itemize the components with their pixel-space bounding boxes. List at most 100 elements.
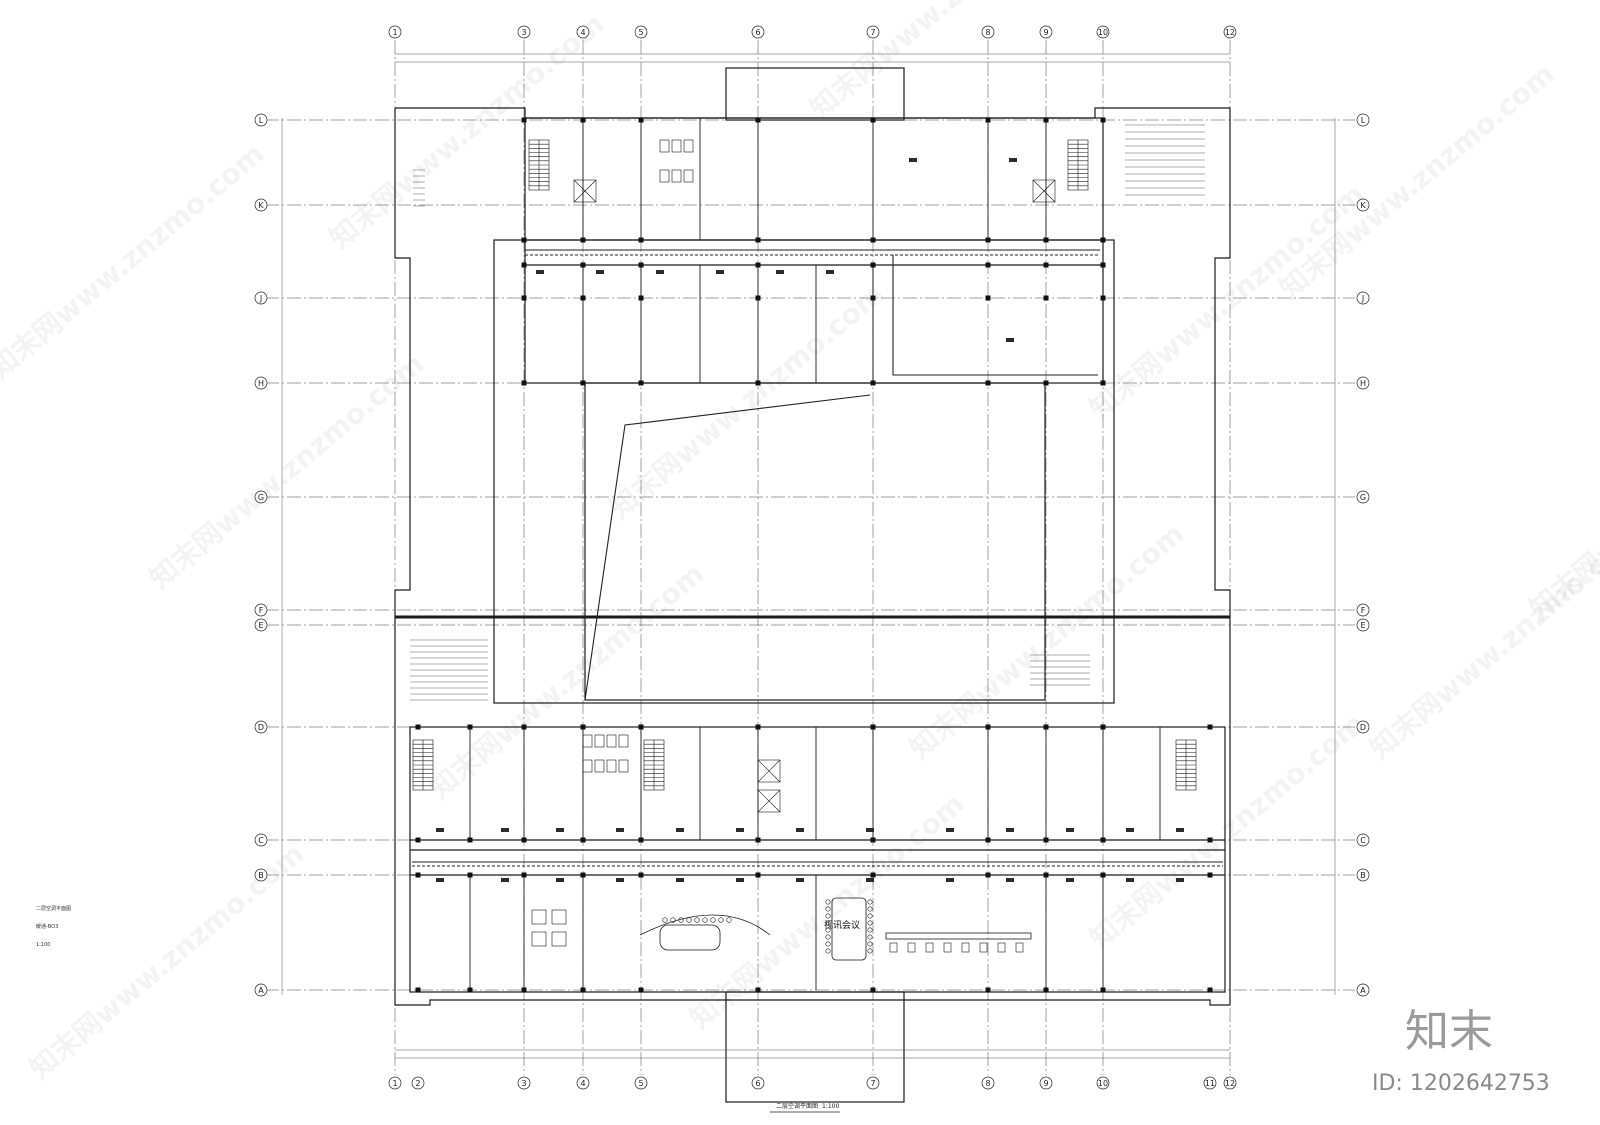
column-39 <box>1100 380 1106 386</box>
axis-bubble-bottom-10: 10 <box>1096 1076 1110 1090</box>
axis-bubble-top-1-text: 1 <box>392 28 397 37</box>
fcu-3 <box>716 270 724 274</box>
outer-wall <box>394 107 1231 1006</box>
axis-bubble-left-E-text: E <box>258 621 263 630</box>
left-notes: 二层空调平面图 暖通-BO3 1:100 <box>36 905 71 948</box>
toilet-n-1 <box>671 139 682 153</box>
column-70 <box>985 872 991 878</box>
column-68 <box>985 724 991 730</box>
column-9 <box>580 380 586 386</box>
north-partitions <box>582 118 1047 383</box>
axis-bubble-right-F: F <box>1356 603 1370 617</box>
fcu-29 <box>1066 878 1074 882</box>
fcu-30 <box>1126 878 1134 882</box>
column-63 <box>755 987 761 993</box>
column-60 <box>755 724 761 730</box>
axis-bubble-bottom-9-text: 9 <box>1043 1079 1048 1088</box>
axis-bubble-right-D-text: D <box>1360 723 1366 732</box>
column-57 <box>638 837 644 843</box>
watermark-1: 知末网www.znzmo.com <box>143 347 430 595</box>
curved-table <box>639 914 771 936</box>
axis-bubble-bottom-12-text: 12 <box>1225 1079 1235 1088</box>
column-2 <box>521 262 527 268</box>
axis-bubble-bottom-7-circle <box>866 1076 880 1090</box>
axis-bubble-top-1: 1 <box>388 25 402 39</box>
toilet-n2-0 <box>659 169 670 183</box>
axis-bubble-top-8: 8 <box>981 25 995 39</box>
axis-bubble-left-G: G <box>254 490 268 504</box>
column-3 <box>521 295 527 301</box>
axis-bubble-bottom-8-circle <box>981 1076 995 1090</box>
toilet-n-2 <box>683 139 694 153</box>
elevator-n1 <box>573 179 597 203</box>
axis-bubble-top-10-circle <box>1096 25 1110 39</box>
axis-bubble-top-10: 10 <box>1096 25 1110 39</box>
column-11 <box>638 237 644 243</box>
axis-bubble-top-5-circle <box>634 25 648 39</box>
axis-bubble-bottom-4-text: 4 <box>580 1079 585 1088</box>
chair-left-7 <box>825 948 831 954</box>
column-51 <box>521 987 527 993</box>
watermark-3: 知末网www.znzmo.com <box>423 557 710 805</box>
column-52 <box>580 724 586 730</box>
chair-left-1 <box>825 906 831 912</box>
column-43 <box>415 987 421 993</box>
column-17 <box>755 262 761 268</box>
axis-bubble-bottom-3-text: 3 <box>521 1079 526 1088</box>
axis-bubble-top-6-text: 6 <box>755 28 760 37</box>
column-44 <box>467 724 473 730</box>
elevator-n1-frame <box>573 179 597 203</box>
elevator-s1 <box>757 759 781 783</box>
column-26 <box>985 237 991 243</box>
axis-bubble-bottom-5-text: 5 <box>638 1079 643 1088</box>
long-conference-table <box>831 897 867 961</box>
fcu-11 <box>736 828 744 832</box>
column-46 <box>467 872 473 878</box>
column-15 <box>755 117 761 123</box>
stair-se <box>1175 739 1197 791</box>
diagonal-duct <box>584 394 871 701</box>
chair-left-5 <box>825 934 831 940</box>
axis-bubble-left-J-circle <box>254 291 268 305</box>
axis-bubble-top-9-circle <box>1039 25 1053 39</box>
axis-bubble-left-A-circle <box>254 983 268 997</box>
column-18 <box>755 295 761 301</box>
axis-bubble-right-D-circle <box>1356 720 1370 734</box>
column-4 <box>521 380 527 386</box>
axis-bubble-left-K-text: K <box>258 201 264 210</box>
counter-seat-1 <box>907 942 916 953</box>
column-83 <box>1207 987 1213 993</box>
column-5 <box>580 117 586 123</box>
column-56 <box>638 724 644 730</box>
toilet-s2-2 <box>606 759 617 773</box>
fcu-32 <box>909 158 917 162</box>
column-78 <box>1100 872 1106 878</box>
elevator-n2 <box>1032 179 1056 203</box>
axis-bubble-right-L-circle <box>1356 113 1370 127</box>
duct-runs <box>412 249 1223 867</box>
axis-bubble-right-L-text: L <box>1361 116 1366 125</box>
axis-bubble-top-4: 4 <box>576 25 590 39</box>
toilet-n2-1-frame <box>671 169 682 183</box>
column-7 <box>580 262 586 268</box>
axis-bubble-bottom-9-circle <box>1039 1076 1053 1090</box>
chair-left-3 <box>825 920 831 926</box>
toilet-s-1 <box>594 734 605 748</box>
column-27 <box>985 262 991 268</box>
axis-bubble-right-C-text: C <box>1360 836 1366 845</box>
column-59 <box>638 987 644 993</box>
fcu-14 <box>946 828 954 832</box>
chair-right-3 <box>867 920 873 926</box>
toilet-n2-0-frame <box>659 169 670 183</box>
axis-bubble-bottom-4-circle <box>576 1076 590 1090</box>
axis-bubble-left-A: A <box>254 983 268 997</box>
chair-right-1 <box>867 906 873 912</box>
axis-bubble-right-F-text: F <box>1361 606 1366 615</box>
toilet-s-3 <box>618 734 629 748</box>
column-23 <box>870 295 876 301</box>
axis-bubble-top-8-text: 8 <box>985 28 990 37</box>
axis-bubble-right-J: J <box>1356 291 1370 305</box>
axis-bubble-left-L-text: L <box>259 116 264 125</box>
elevator-s2 <box>757 789 781 813</box>
axis-bubble-left-H: H <box>254 376 268 390</box>
